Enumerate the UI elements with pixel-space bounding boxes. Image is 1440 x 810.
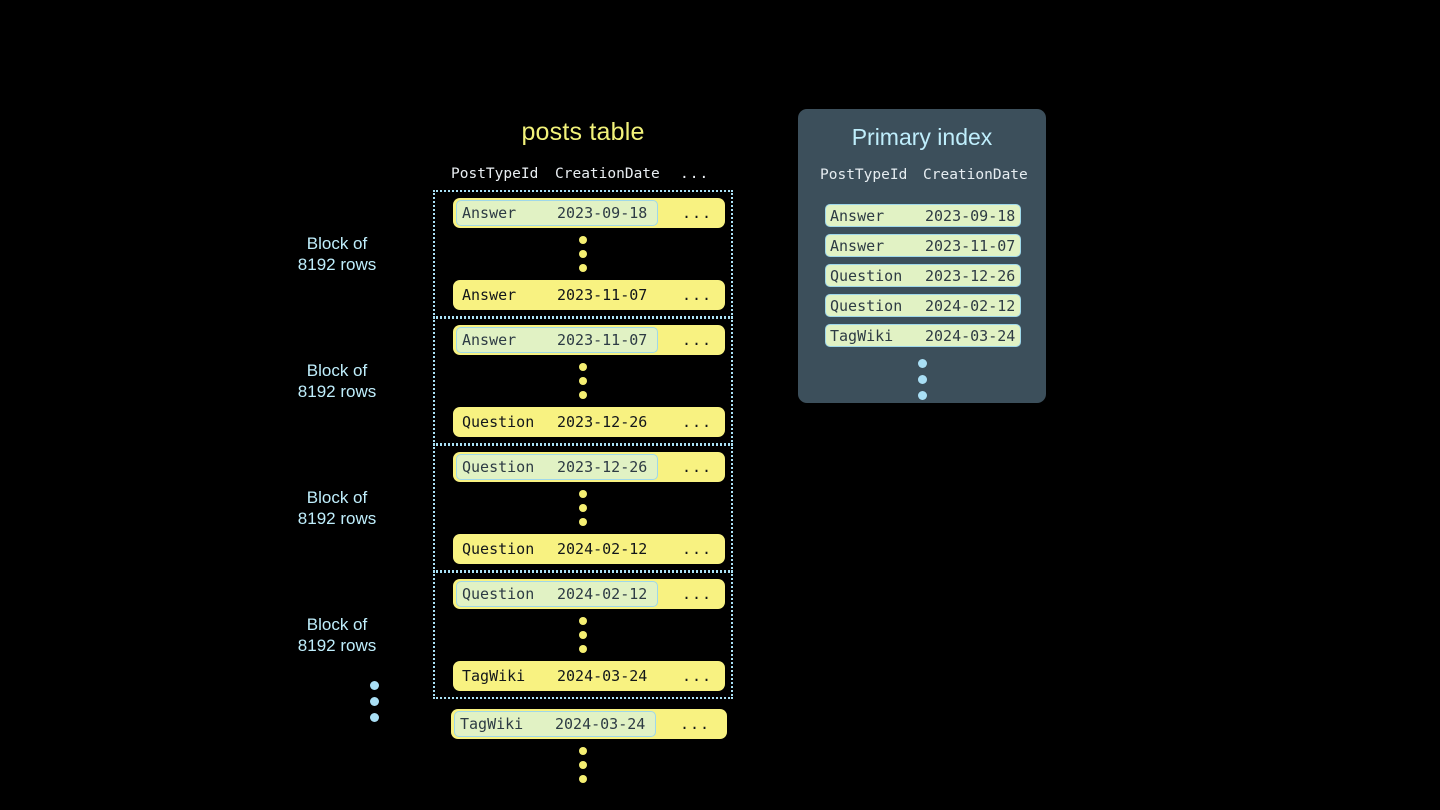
column-header-posttypeid: PostTypeId [820,167,908,183]
column-header-more: ... [680,166,710,182]
cell-posttypeid: TagWiki [830,327,894,345]
index-row[interactable]: Answer 2023-11-07 [825,234,1021,257]
cell-more: ... [682,458,713,476]
table-row[interactable]: Answer 2023-11-07 ... [453,325,725,355]
cell-posttypeid: Answer [462,331,517,349]
cell-posttypeid: Answer [462,286,517,304]
cell-creationdate: 2023-11-07 [557,331,648,349]
cell-more: ... [682,667,713,685]
cell-creationdate: 2024-02-12 [557,540,648,558]
table-row[interactable]: Answer 2023-09-18 ... [453,198,725,228]
index-mark-highlight [456,327,658,353]
table-block: Block of 8192 rows Answer 2023-09-18 ...… [298,190,733,318]
index-row[interactable]: Question 2024-02-12 [825,294,1021,317]
cell-more: ... [682,413,713,431]
cell-creationdate: 2023-09-18 [557,204,648,222]
primary-index-row-list: Answer 2023-09-18 Answer 2023-11-07 Ques… [825,204,1021,354]
cell-creationdate: 2023-11-07 [557,286,648,304]
cell-posttypeid: Question [462,458,535,476]
block-list: Block of 8192 rows Answer 2023-09-18 ...… [298,190,733,791]
vertical-ellipsis-icon [435,228,731,280]
table-row[interactable]: Question 2023-12-26 ... [453,407,725,437]
vertical-ellipsis-icon [433,739,733,791]
primary-index-panel: Primary index PostTypeId CreationDate An… [798,109,1046,403]
index-row[interactable]: TagWiki 2024-03-24 [825,324,1021,347]
column-header-posttypeid: PostTypeId [451,166,539,182]
cell-creationdate: 2024-02-12 [925,297,1016,315]
table-block: Block of 8192 rows Question 2024-02-12 .… [298,571,733,699]
cell-posttypeid: Question [830,267,903,285]
table-row[interactable]: TagWiki 2024-03-24 ... [453,661,725,691]
vertical-ellipsis-icon [435,482,731,534]
cell-more: ... [682,286,713,304]
index-row[interactable]: Question 2023-12-26 [825,264,1021,287]
index-mark-highlight [454,711,656,737]
index-mark-highlight [456,454,658,480]
table-row[interactable]: Question 2023-12-26 ... [453,452,725,482]
table-row[interactable]: Answer 2023-11-07 ... [453,280,725,310]
blocks-continue-ellipsis-icon [370,681,379,722]
cell-more: ... [680,715,711,733]
cell-posttypeid: Question [462,585,535,603]
cell-creationdate: 2023-09-18 [925,207,1016,225]
vertical-ellipsis-icon [435,355,731,407]
cell-more: ... [682,204,713,222]
table-block: Block of 8192 rows Question 2023-12-26 .… [298,444,733,572]
cell-creationdate: 2023-12-26 [557,458,648,476]
table-block: Block of 8192 rows Answer 2023-11-07 ...… [298,317,733,445]
table-row[interactable]: Question 2024-02-12 ... [453,579,725,609]
primary-index-title: Primary index [851,124,993,150]
cell-posttypeid: Answer [830,207,885,225]
cell-more: ... [682,585,713,603]
primary-index-column-headers: PostTypeId CreationDate [798,167,1046,187]
cell-creationdate: 2023-12-26 [557,413,648,431]
vertical-ellipsis-icon [435,609,731,661]
column-header-creationdate: CreationDate [555,166,660,182]
cell-posttypeid: TagWiki [460,715,524,733]
posts-table-column-headers: PostTypeId CreationDate ... [433,166,718,186]
block-label: Block of 8192 rows [297,361,377,401]
cell-posttypeid: Question [462,540,535,558]
page-title: posts table [521,118,645,146]
index-mark-highlight [456,200,658,226]
cell-creationdate: 2023-11-07 [925,237,1016,255]
table-row[interactable]: TagWiki 2024-03-24 ... [451,709,727,739]
cell-more: ... [682,331,713,349]
block-label: Block of 8192 rows [297,234,377,274]
block-label: Block of 8192 rows [297,488,377,528]
cell-posttypeid: TagWiki [462,667,526,685]
column-header-creationdate: CreationDate [923,167,1028,183]
index-row[interactable]: Answer 2023-09-18 [825,204,1021,227]
block-label: Block of 8192 rows [297,615,377,655]
index-mark-highlight [456,581,658,607]
cell-posttypeid: Answer [830,237,885,255]
cell-creationdate: 2024-03-24 [925,327,1016,345]
cell-posttypeid: Answer [462,204,517,222]
cell-posttypeid: Question [462,413,535,431]
cell-creationdate: 2023-12-26 [925,267,1016,285]
primary-index-ellipsis-icon [798,359,1046,400]
cell-more: ... [682,540,713,558]
cell-creationdate: 2024-02-12 [557,585,648,603]
cell-creationdate: 2024-03-24 [557,667,648,685]
cell-creationdate: 2024-03-24 [555,715,646,733]
cell-posttypeid: Question [830,297,903,315]
table-row[interactable]: Question 2024-02-12 ... [453,534,725,564]
